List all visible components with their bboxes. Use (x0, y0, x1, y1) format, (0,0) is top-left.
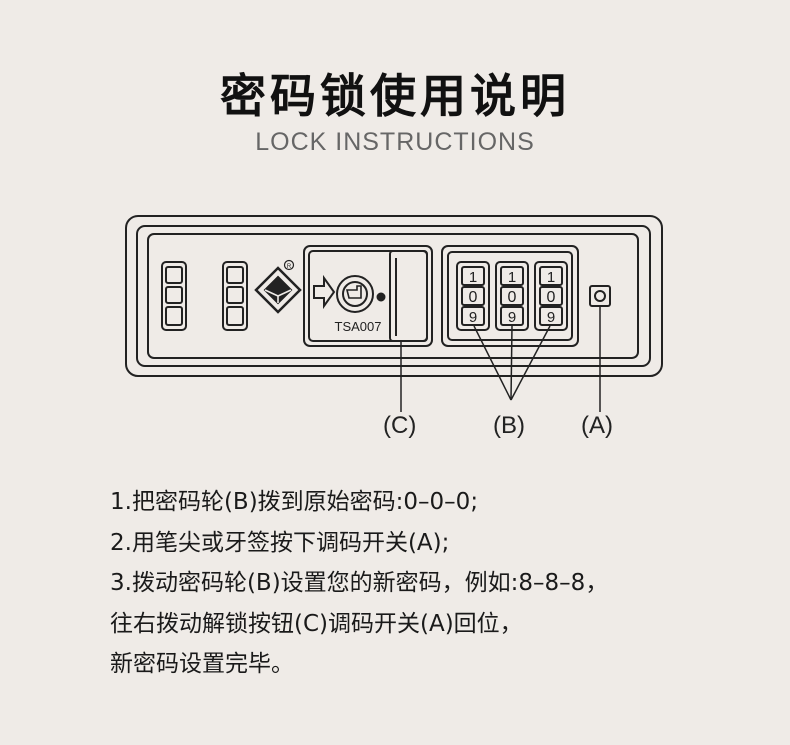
key-cylinder-icon (336, 275, 374, 313)
wheel-3-top: 1 (547, 269, 555, 286)
instruction-list: 1.把密码轮(B)拨到原始密码:0–0–0; 2.用笔尖或牙签按下调码开关(A)… (110, 482, 750, 685)
registered-mark: R (287, 264, 292, 270)
tsa-code-label: TSA007 (335, 319, 382, 334)
left-slot-1 (161, 261, 187, 331)
wheel-housing-inner (447, 251, 573, 341)
combination-wheel-3 (534, 261, 568, 331)
wheel-housing (441, 245, 579, 347)
leader-lines (400, 306, 601, 412)
page-title: 密码锁使用说明 (220, 69, 570, 123)
key-dot (376, 292, 386, 302)
left-slot-2 (222, 261, 248, 331)
wheel-2-middle: 0 (508, 289, 517, 306)
wheel-3-bottom: 9 (547, 309, 555, 326)
tsa-logo-icon (254, 266, 302, 314)
wheel-1-bottom: 9 (469, 309, 477, 326)
wheel-3-middle: 0 (547, 289, 556, 306)
page-subtitle: LOCK INSTRUCTIONS (255, 128, 535, 156)
wheel-2-bottom: 9 (508, 309, 516, 326)
instruction-step-3: 3.拨动密码轮(B)设置您的新密码，例如:8–8–8， (110, 570, 609, 596)
registered-icon (283, 259, 295, 271)
unlock-button-c (389, 250, 428, 342)
callout-a: (A) (581, 412, 613, 439)
instruction-step-2: 2.用笔尖或牙签按下调码开关(A); (110, 529, 450, 556)
callout-b: (B) (493, 412, 525, 439)
instruction-step-3-end: 新密码设置完毕。 (110, 651, 294, 677)
instruction-step-3-cont: 往右拨动解锁按钮(C)调码开关(A)回位， (110, 610, 523, 637)
key-module (303, 245, 433, 347)
wheel-2-top: 1 (508, 269, 516, 286)
lock-plate (147, 233, 639, 359)
combination-wheel-1 (456, 261, 490, 331)
callout-c: (C) (383, 412, 417, 439)
wheel-1-top: 1 (469, 269, 477, 286)
lock-inner-frame (136, 225, 651, 367)
wheel-1-middle: 0 (469, 289, 478, 306)
lock-outer-frame (125, 215, 663, 377)
instruction-step-1: 1.把密码轮(B)拨到原始密码:0–0–0; (110, 489, 479, 515)
arrow-right-icon (313, 274, 336, 310)
reset-button-a (589, 285, 611, 307)
